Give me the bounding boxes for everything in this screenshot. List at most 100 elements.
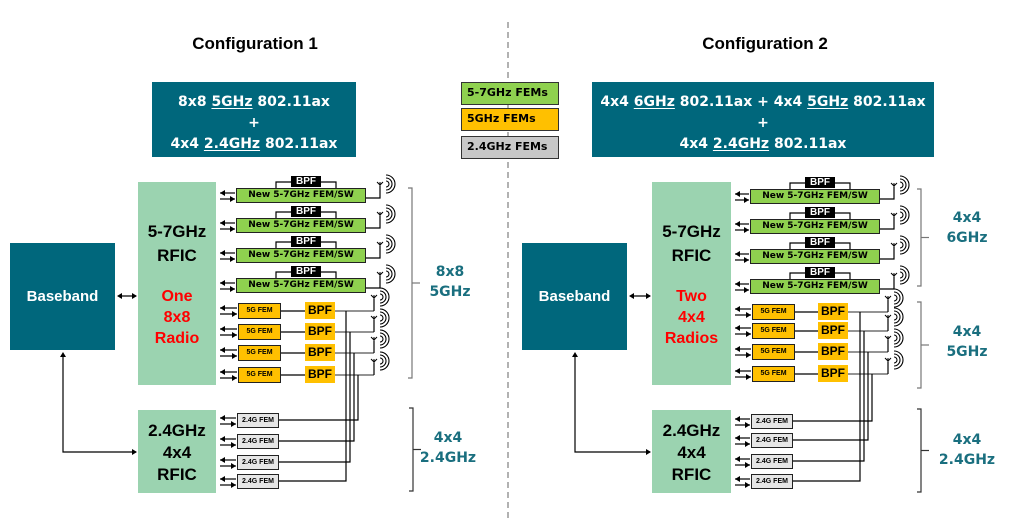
fem-2-4ghz: 2.4G FEM xyxy=(751,414,793,429)
bpf-bypass xyxy=(835,212,851,219)
antenna-feed xyxy=(366,186,381,199)
arrow-up-icon xyxy=(572,352,578,357)
arrow-right-icon xyxy=(231,463,236,469)
bpf-label: BPF xyxy=(296,206,316,217)
arrow-left-icon xyxy=(735,221,740,227)
fem-label: 5G FEM xyxy=(760,348,787,355)
arrow-right-icon xyxy=(230,286,235,292)
2-4ghz-antenna-route xyxy=(793,352,869,441)
legend-label: 5-7GHz FEMs xyxy=(467,86,548,99)
fem-label: 2.4G FEM xyxy=(756,478,788,485)
spec-line-2: + xyxy=(592,113,934,134)
arrow-left-icon xyxy=(220,190,225,196)
bpf-label: BPF xyxy=(296,176,316,187)
arrow-left-icon xyxy=(220,280,225,286)
spec-line-3: 4x4 2.4GHz 802.11ax xyxy=(152,134,356,155)
antenna-icon xyxy=(370,308,390,328)
fem-2-4ghz: 2.4G FEM xyxy=(751,474,793,489)
bpf-label: BPF xyxy=(296,266,316,277)
fem-label: New 5-7GHz FEM/SW xyxy=(248,220,354,230)
bpf-filter: BPF xyxy=(818,343,848,360)
fem-2-4ghz: 2.4G FEM xyxy=(237,434,279,449)
fem-label: New 5-7GHz FEM/SW xyxy=(248,190,354,200)
bpf-bypass xyxy=(789,212,805,219)
arrow-left-icon xyxy=(735,191,740,197)
bpf-filter: BPF xyxy=(805,267,835,278)
rfic-title-line: 5-7GHz xyxy=(662,222,721,241)
band-label-line: 2.4GHz xyxy=(938,452,996,468)
config-title: Configuration 1 xyxy=(150,34,360,58)
bpf-bypass xyxy=(835,182,851,189)
bpf-label: BPF xyxy=(308,303,332,317)
bpf-filter: BPF xyxy=(805,177,835,188)
2-4ghz-antenna-route xyxy=(793,312,861,482)
arrow-left-icon xyxy=(735,416,740,422)
fem-label: New 5-7GHz FEM/SW xyxy=(248,250,354,260)
bpf-label: BPF xyxy=(296,236,316,247)
antenna-icon xyxy=(884,350,904,370)
spec-text: 4x4 xyxy=(600,94,634,110)
bpf-bypass xyxy=(275,271,291,278)
band-bracket xyxy=(917,408,922,493)
bpf-bypass xyxy=(275,211,291,218)
arrow-right-icon xyxy=(746,331,751,337)
baseband-block: Baseband xyxy=(522,243,627,350)
radio-count-label: Radios xyxy=(664,330,719,347)
arrow-right-icon xyxy=(745,441,750,447)
bpf-label: BPF xyxy=(810,237,830,248)
arrow-right-icon xyxy=(231,421,236,427)
fem-5-7ghz: New 5-7GHz FEM/SW xyxy=(236,278,366,293)
antenna-feed xyxy=(366,216,381,229)
fem-2-4ghz: 2.4G FEM xyxy=(237,474,279,489)
spec-line-1: 8x8 5GHz 802.11ax xyxy=(152,92,356,113)
arrow-left-icon xyxy=(220,347,225,353)
bpf-filter: BPF xyxy=(291,176,321,187)
fem-5ghz: 5G FEM xyxy=(238,367,281,383)
antenna-feed xyxy=(366,276,381,289)
spec-text: + xyxy=(757,115,769,131)
radio-count-label: 8x8 xyxy=(163,309,191,326)
rfic-title-line: 5-7GHz xyxy=(147,222,207,241)
antenna-icon xyxy=(890,175,910,195)
arrow-left-icon xyxy=(735,251,740,257)
arrow-right-icon xyxy=(744,197,749,203)
antenna-icon xyxy=(890,265,910,285)
bpf-filter: BPF xyxy=(291,236,321,247)
arrow-left-icon xyxy=(735,456,740,462)
spec-text: 802.11ax xyxy=(252,94,330,110)
legend-item: 2.4GHz FEMs xyxy=(461,136,559,159)
arrow-left-icon xyxy=(220,369,225,375)
bpf-label: BPF xyxy=(810,267,830,278)
band-label-line: 4x4 xyxy=(952,324,982,340)
arrow-left-icon xyxy=(220,250,225,256)
rfic-title-line: 2.4GHz xyxy=(148,421,206,440)
band-bracket xyxy=(917,188,922,287)
2-4ghz-antenna-route xyxy=(279,311,347,482)
arrow-right-icon xyxy=(646,449,651,455)
band-label-line: 5GHz xyxy=(946,344,988,360)
fem-5ghz: 5G FEM xyxy=(752,366,795,382)
fem-label: New 5-7GHz FEM/SW xyxy=(248,280,354,290)
fem-5ghz: 5G FEM xyxy=(238,345,281,361)
spec-band-underlined: 6GHz xyxy=(633,94,675,110)
arrow-left-icon xyxy=(629,293,634,299)
arrow-left-icon xyxy=(735,435,740,441)
antenna-feed xyxy=(880,217,895,230)
band-label-line: 6GHz xyxy=(946,230,988,246)
band-label-line: 2.4GHz xyxy=(419,450,477,466)
bpf-filter: BPF xyxy=(805,237,835,248)
bpf-filter: BPF xyxy=(818,322,848,339)
bpf-filter: BPF xyxy=(305,344,335,361)
bpf-filter: BPF xyxy=(305,302,335,319)
bpf-label: BPF xyxy=(308,367,332,381)
rfic-title-line: RFIC xyxy=(671,246,712,265)
arrow-right-icon xyxy=(745,482,750,488)
spec-box: 8x8 5GHz 802.11ax+4x4 2.4GHz 802.11ax xyxy=(152,82,356,157)
antenna-icon xyxy=(884,328,904,348)
fem-label: 2.4G FEM xyxy=(242,417,274,424)
band-label-line: 8x8 xyxy=(435,264,465,280)
bpf-filter: BPF xyxy=(291,266,321,277)
